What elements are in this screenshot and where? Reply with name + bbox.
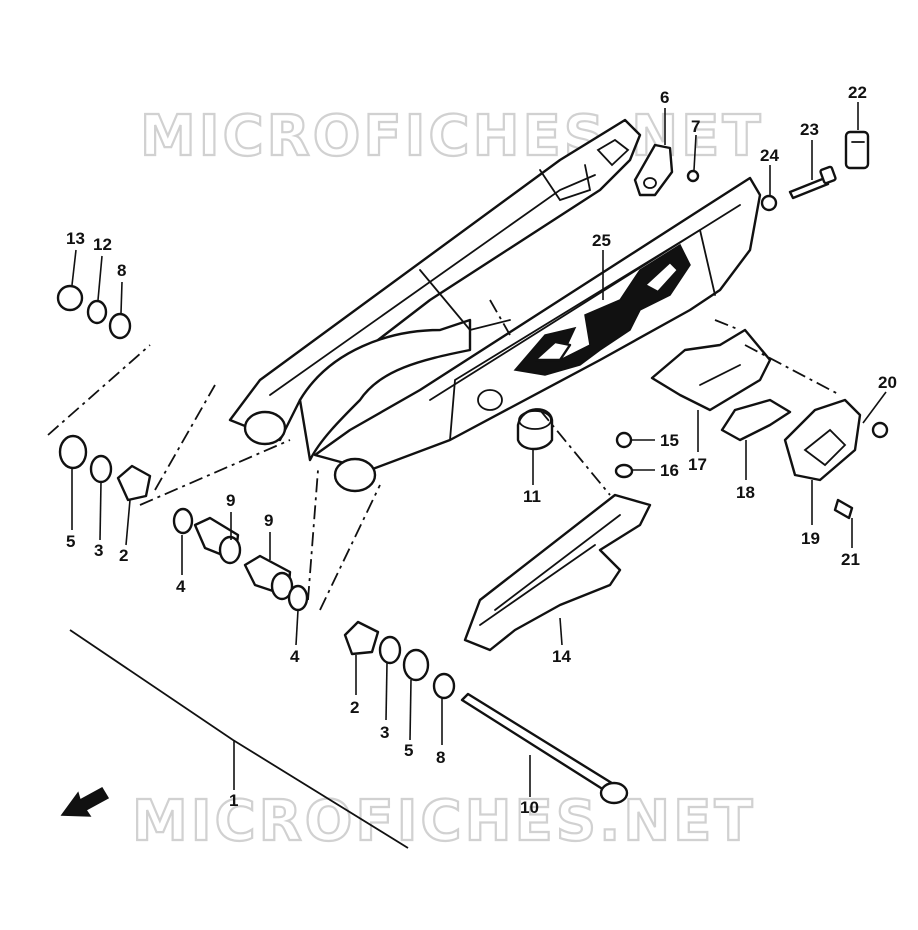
part-4-washer-2 — [287, 584, 309, 612]
callout-15: 15 — [660, 431, 679, 450]
part-3-bearing — [89, 454, 113, 484]
part-24-nut — [760, 194, 778, 212]
part-11-cap — [516, 408, 554, 451]
part-23-bolt — [788, 165, 837, 200]
part-19-guide-cover — [783, 398, 862, 482]
callout-16: 16 — [660, 461, 679, 480]
part-10-pivot-shaft — [460, 692, 629, 805]
part-21-bolt — [833, 498, 854, 520]
callout-3: 3 — [94, 541, 103, 560]
part-3-bearing-2 — [378, 635, 402, 665]
callout-17: 17 — [688, 455, 707, 474]
callout-8: 8 — [117, 261, 126, 280]
callout-9: 9 — [226, 491, 235, 510]
assembly-lines — [47, 299, 841, 849]
callout-21: 21 — [841, 550, 860, 569]
callout-3b: 3 — [380, 723, 389, 742]
callout-9b: 9 — [264, 511, 273, 530]
part-7-bolt — [686, 169, 700, 183]
callout-8b: 8 — [436, 748, 445, 767]
part-2-bushing — [116, 464, 152, 502]
callout-13: 13 — [66, 229, 85, 248]
callout-20: 20 — [878, 373, 897, 392]
part-5-seal-2 — [402, 648, 430, 682]
part-17-chain-guide — [650, 328, 772, 412]
callout-5b: 5 — [404, 741, 413, 760]
watermark-bottom: MICROFICHES.NET — [132, 789, 756, 854]
part-16-washer — [614, 463, 634, 479]
part-12-washer — [86, 299, 108, 325]
part-2-bushing-2 — [343, 620, 380, 656]
part-9-spacer — [193, 516, 242, 565]
callout-12: 12 — [93, 235, 112, 254]
part-15-screw — [615, 431, 633, 449]
callout-14: 14 — [552, 647, 571, 666]
callout-11: 11 — [523, 487, 541, 506]
part-8-collar-2 — [432, 672, 456, 700]
part-20-bolt — [871, 421, 889, 439]
leader-lines — [71, 102, 887, 797]
part-8-collar — [108, 312, 132, 340]
callout-2: 2 — [119, 546, 128, 565]
callout-24: 24 — [760, 146, 779, 165]
callout-4b: 4 — [290, 647, 300, 666]
swingarm — [228, 118, 762, 493]
part-13-nut — [56, 284, 84, 312]
front-direction-arrow-icon — [60, 786, 110, 817]
callout-2b: 2 — [350, 698, 359, 717]
callout-labels: 13 12 8 5 3 2 4 9 9 4 2 3 5 8 10 1 11 14… — [66, 83, 897, 817]
callout-5: 5 — [66, 532, 75, 551]
part-6-bracket — [633, 143, 674, 197]
callout-25: 25 — [592, 231, 611, 250]
part-4-washer — [172, 507, 194, 535]
callout-18: 18 — [736, 483, 755, 502]
callout-4: 4 — [176, 577, 186, 596]
part-22-nut-plate — [844, 130, 870, 170]
part-9-spacer-2 — [243, 554, 294, 601]
callout-10: 10 — [520, 798, 539, 817]
part-18-guide-plate — [720, 398, 792, 442]
callout-19: 19 — [801, 529, 820, 548]
callout-23: 23 — [800, 120, 819, 139]
callout-1: 1 — [229, 791, 238, 810]
callout-7: 7 — [691, 117, 700, 136]
callout-22: 22 — [848, 83, 867, 102]
part-14-chain-buffer — [463, 493, 652, 652]
callout-6: 6 — [660, 88, 669, 107]
watermark-top: MICROFICHES.NET — [140, 104, 764, 169]
part-5-seal — [58, 434, 88, 470]
